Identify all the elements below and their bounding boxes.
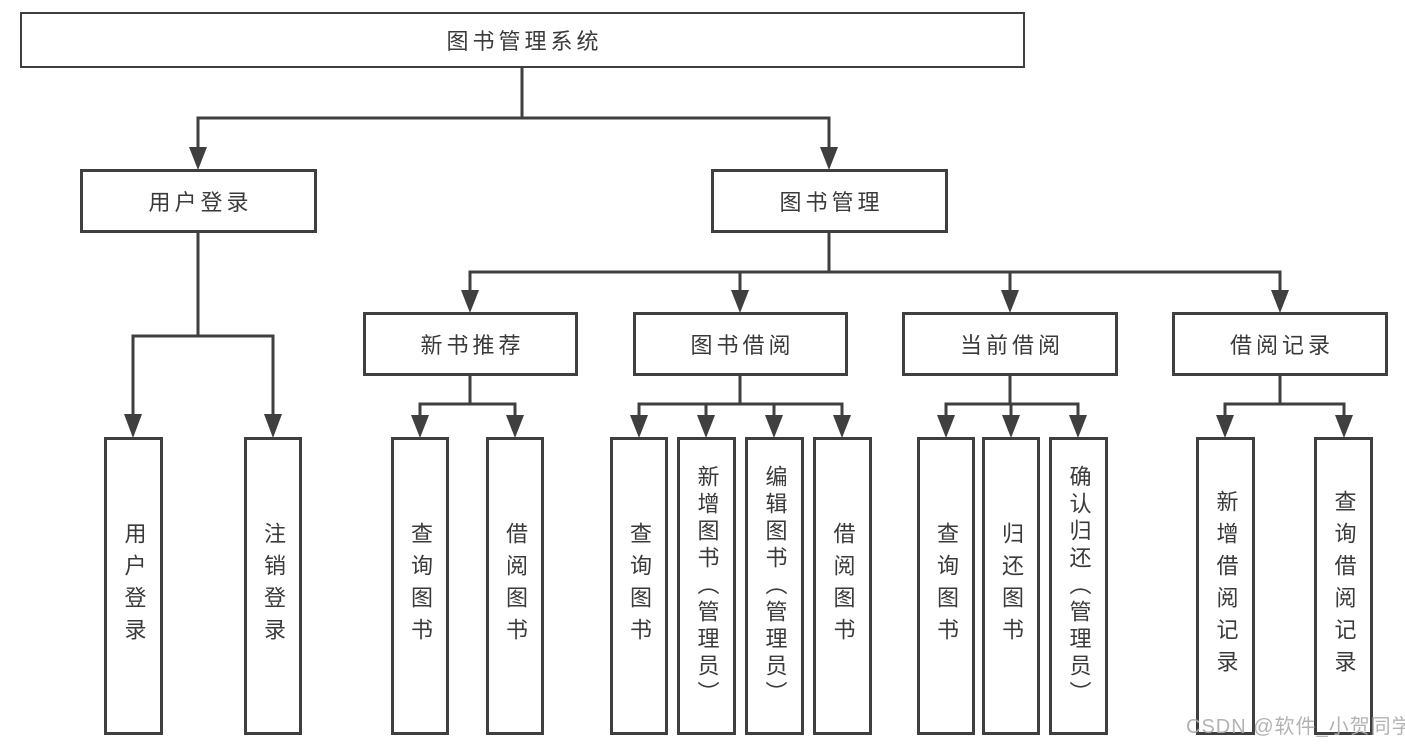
- node-current-borrowing: 当前借阅: [902, 312, 1118, 376]
- leaf-borrowing-query-book: 查询图书: [610, 437, 668, 735]
- leaf-recommend-query-book: 查询图书: [391, 437, 449, 735]
- leaf-user-login: 用户登录: [104, 437, 163, 735]
- leaf-current-return-book: 归还图书: [982, 437, 1040, 735]
- leaf-logout: 注销登录: [244, 437, 302, 735]
- node-library-system: 图书管理系统: [20, 12, 1025, 68]
- csdn-watermark: CSDN @软件_小贺同学: [1186, 716, 1405, 738]
- node-book-borrowing: 图书借阅: [633, 312, 848, 376]
- leaf-recommend-borrow-book: 借阅图书: [486, 437, 544, 735]
- node-book-management: 图书管理: [711, 169, 948, 233]
- leaf-borrowing-add-book-admin: 新增图书（管理员）: [677, 437, 736, 735]
- leaf-records-add-record: 新增借阅记录: [1196, 437, 1255, 735]
- arrowheads: [124, 147, 1353, 438]
- leaf-records-query-record: 查询借阅记录: [1314, 437, 1373, 735]
- leaf-current-query-book: 查询图书: [917, 437, 975, 735]
- leaf-borrowing-borrow-book: 借阅图书: [813, 437, 872, 735]
- node-borrow-records: 借阅记录: [1172, 312, 1388, 376]
- leaf-current-confirm-return-admin: 确认归还（管理员）: [1049, 437, 1108, 735]
- node-user-login: 用户登录: [80, 169, 317, 233]
- leaf-borrowing-edit-book-admin: 编辑图书（管理员）: [745, 437, 804, 735]
- node-new-book-recommend: 新书推荐: [363, 312, 578, 376]
